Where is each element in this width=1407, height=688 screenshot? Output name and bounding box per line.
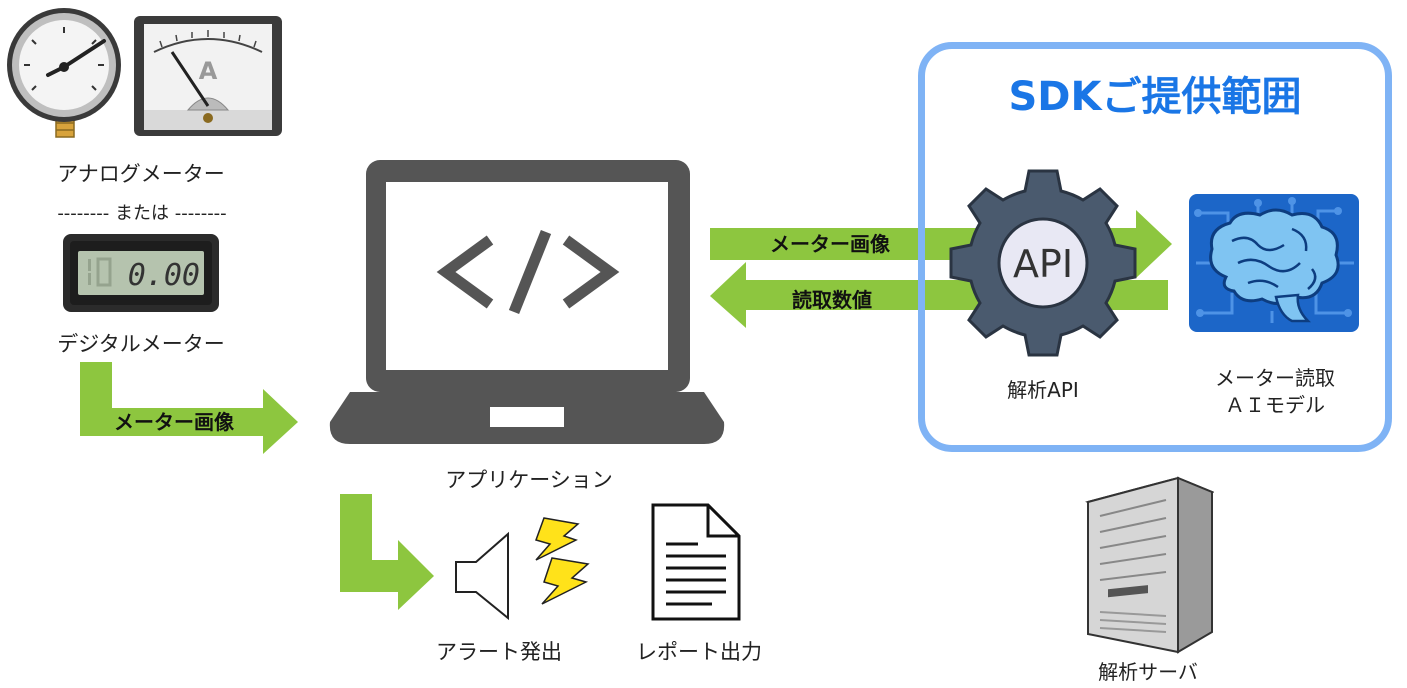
server-icon <box>1085 476 1214 654</box>
api-label: 解析API <box>1007 378 1079 402</box>
meter-image-label-right: メーター画像 <box>770 232 890 256</box>
analog-meter-label: アナログメーター <box>57 162 225 186</box>
ammeter-letter: A <box>199 57 218 85</box>
digital-meter-icon: 0.00 <box>63 234 219 312</box>
pressure-gauge-icon <box>7 8 121 138</box>
or-separator: -------- または -------- <box>57 203 227 224</box>
digital-meter-reading: 0.00 <box>128 258 200 293</box>
app-label: アプリケーション <box>445 468 613 492</box>
reading-value-arrow <box>710 262 1168 328</box>
server-label: 解析サーバ <box>1098 660 1198 684</box>
ai-model-label-line2: ＡＩモデル <box>1225 393 1325 417</box>
sdk-scope-box <box>918 42 1392 452</box>
alert-label: アラート発出 <box>436 640 562 664</box>
meter-image-label-left: メーター画像 <box>114 410 234 434</box>
sdk-scope-title: SDKご提供範囲 <box>1008 74 1302 120</box>
api-gear-icon: API <box>949 169 1137 357</box>
laptop-icon <box>329 160 725 444</box>
output-arrow <box>340 494 434 610</box>
report-document-icon <box>651 503 741 621</box>
api-flow-arrows <box>710 210 1172 328</box>
reading-value-label: 読取数値 <box>792 288 872 312</box>
ai-brain-icon <box>1189 194 1359 332</box>
api-gear-text: API <box>1013 242 1073 286</box>
meter-image-arrow-left <box>80 362 298 454</box>
meter-image-arrow-right <box>710 210 1172 278</box>
report-label: レポート出力 <box>636 640 762 664</box>
digital-meter-label: デジタルメーター <box>57 332 225 356</box>
ai-model-label-line1: メーター読取 <box>1215 366 1335 390</box>
alert-speaker-icon <box>455 517 590 621</box>
ammeter-icon: A <box>134 16 282 136</box>
